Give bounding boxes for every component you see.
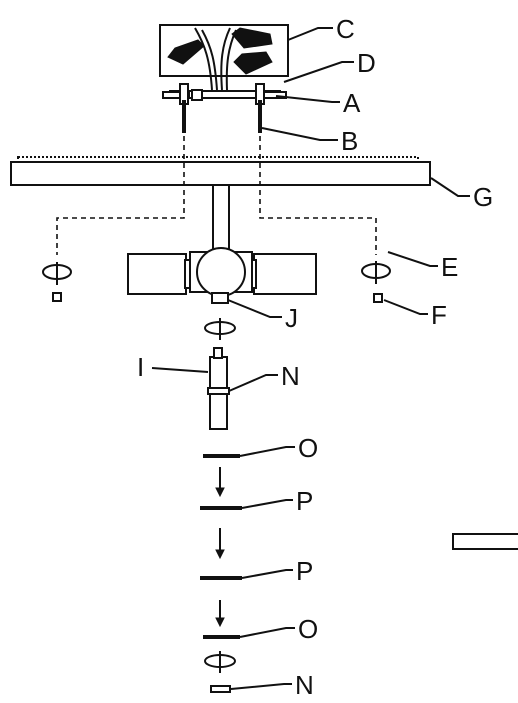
- label-c: C: [336, 14, 355, 44]
- lamp-shade-left: [127, 253, 196, 295]
- canopy-plate: [10, 156, 431, 186]
- nut-bottom: [210, 685, 231, 693]
- wire-nut: [231, 27, 273, 49]
- leader-lines: [151, 27, 470, 690]
- wire-nut: [233, 51, 273, 75]
- guide-line-left: [56, 136, 185, 255]
- center-hub: [189, 247, 253, 304]
- label-n-bottom: N: [295, 670, 314, 700]
- label-j: J: [285, 303, 298, 333]
- label-e: E: [441, 252, 458, 282]
- arrow-down: [215, 467, 225, 498]
- guide-line-right: [259, 136, 377, 255]
- washer-j: [204, 318, 236, 340]
- label-i: I: [137, 352, 144, 382]
- threaded-rod: [207, 347, 230, 430]
- label-n-top: N: [281, 361, 300, 391]
- arrow-down: [215, 528, 225, 560]
- cap-nut-washer-right: [361, 261, 391, 303]
- label-o-top: O: [298, 433, 318, 463]
- strap-screw-right: [255, 83, 287, 133]
- label-g: G: [473, 182, 493, 212]
- label-o-bottom: O: [298, 614, 318, 644]
- label-p-bottom: P: [296, 556, 313, 586]
- label-f: F: [431, 300, 447, 330]
- cap-nut-washer-left: [42, 262, 72, 302]
- strap-screw-left: [162, 83, 190, 133]
- lamp-shade-right: [245, 253, 317, 295]
- stem: [212, 184, 230, 253]
- label-p-top: P: [296, 486, 313, 516]
- label-a: A: [343, 88, 361, 118]
- arrow-down: [215, 600, 225, 628]
- shade-piece: [452, 533, 518, 550]
- wire-nut: [167, 39, 205, 65]
- label-b: B: [341, 126, 358, 156]
- washer-bottom: [204, 651, 236, 673]
- label-d: D: [357, 48, 376, 78]
